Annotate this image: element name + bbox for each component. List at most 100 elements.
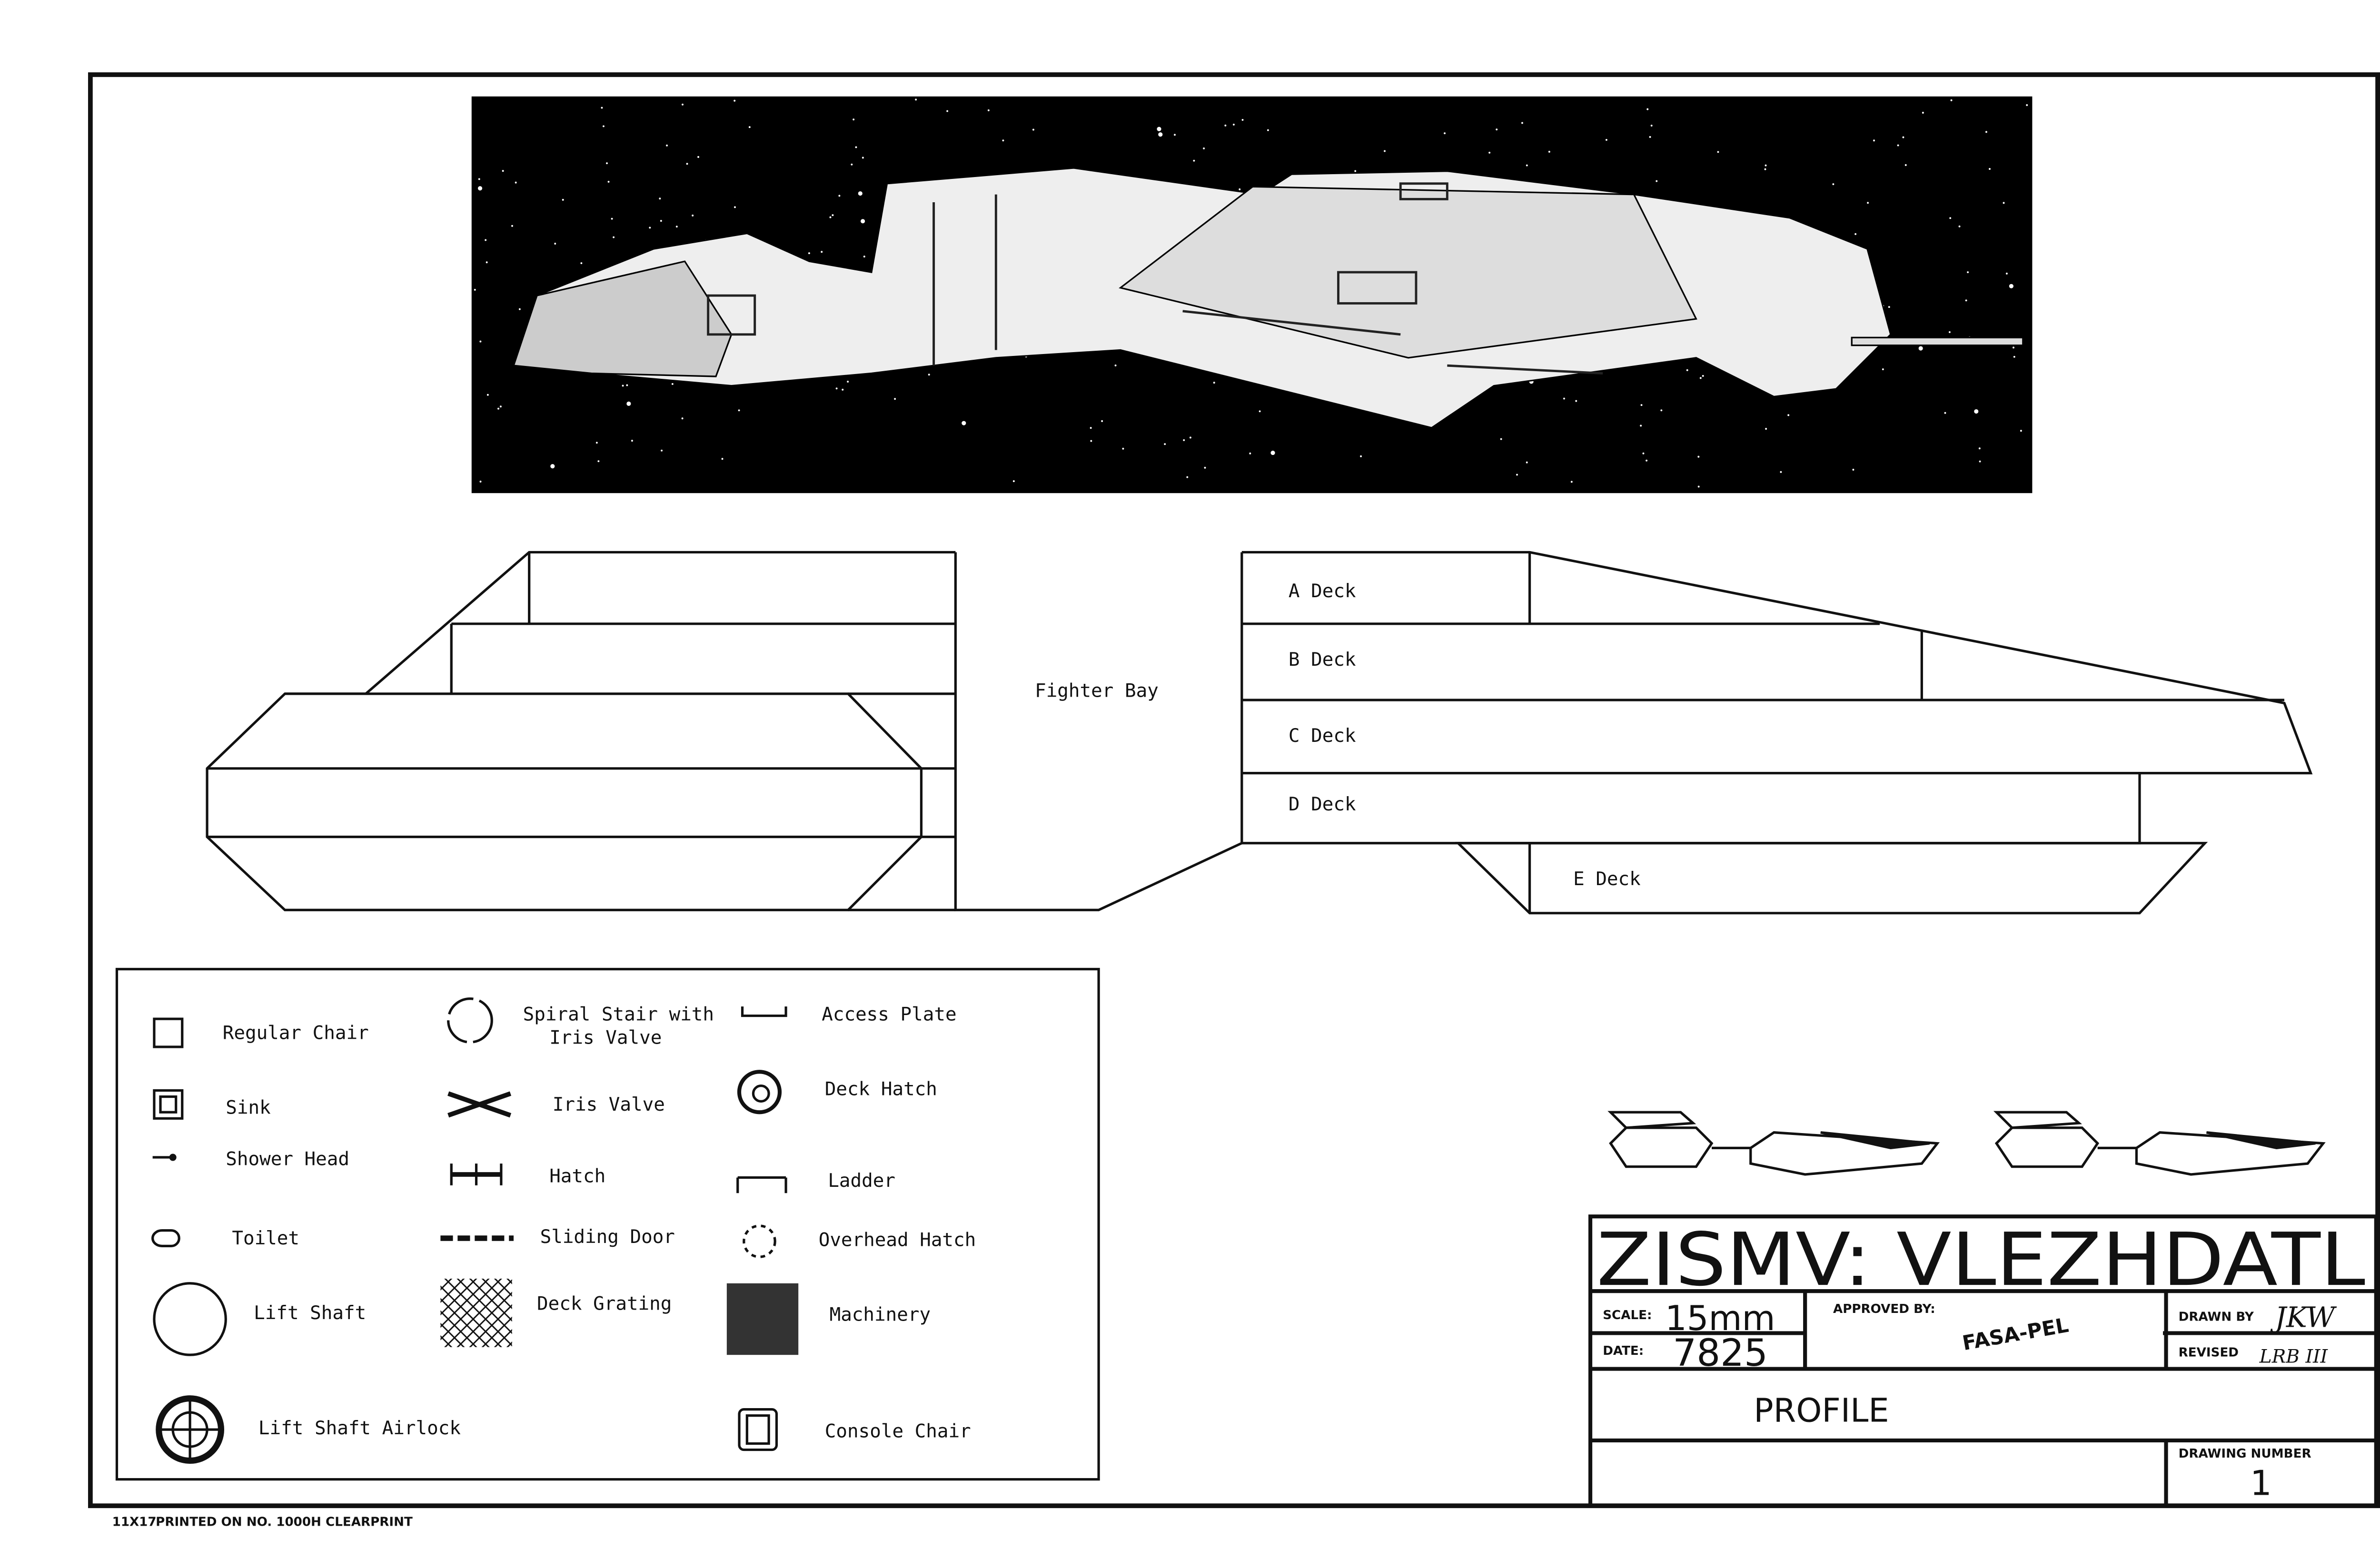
star xyxy=(675,226,678,228)
star xyxy=(832,214,834,217)
star xyxy=(478,178,480,180)
footer-paper: PRINTED ON NO. 1000H CLEARPRINT xyxy=(156,1515,413,1529)
star xyxy=(1114,364,1117,366)
star xyxy=(2013,346,2014,349)
scale-label: SCALE: xyxy=(1603,1308,1652,1322)
star xyxy=(1570,481,1573,483)
star xyxy=(821,251,823,253)
ship-silhouette-icon xyxy=(1993,1111,2326,1176)
star xyxy=(734,99,736,102)
star xyxy=(1270,451,1275,455)
star xyxy=(595,442,598,444)
legend-label: Regular Chair xyxy=(223,1023,369,1044)
legend: Regular Chair Sink Shower Head Toilet Li… xyxy=(115,967,1100,1481)
star xyxy=(1867,202,1869,204)
star xyxy=(1967,271,1969,273)
star xyxy=(1101,420,1103,422)
star xyxy=(479,340,482,343)
drawn-by-label: DRAWN BY xyxy=(2179,1310,2254,1324)
star xyxy=(1787,414,1790,416)
star xyxy=(1702,375,1704,377)
star xyxy=(987,109,990,111)
star xyxy=(851,163,853,166)
ship-illustration xyxy=(471,96,2033,493)
star xyxy=(1854,233,1857,235)
star xyxy=(1717,151,1719,153)
star xyxy=(474,288,476,291)
star xyxy=(1090,427,1092,429)
star xyxy=(738,409,740,412)
star xyxy=(649,227,651,229)
star xyxy=(1697,485,1700,488)
scale-value: 15mm xyxy=(1665,1298,1775,1338)
shower-head-icon xyxy=(152,1154,177,1161)
star xyxy=(1259,410,1261,413)
star xyxy=(515,181,517,184)
spiral-stair-icon xyxy=(447,997,493,1044)
star xyxy=(915,99,917,101)
star xyxy=(1224,124,1227,127)
star xyxy=(606,162,608,165)
footer-size: 11X17 xyxy=(112,1515,157,1529)
star xyxy=(682,103,684,106)
legend-label: Iris Valve xyxy=(553,1094,665,1115)
star xyxy=(853,118,855,120)
star xyxy=(2003,202,2005,204)
legend-label: Spiral Stair with xyxy=(523,1004,714,1025)
legend-label: Lift Shaft Airlock xyxy=(258,1418,461,1439)
star xyxy=(1949,217,1952,219)
deck-grating-icon xyxy=(440,1278,512,1347)
star xyxy=(1563,397,1565,400)
legend-label: Overhead Hatch xyxy=(819,1229,976,1251)
star xyxy=(1697,455,1700,458)
star xyxy=(601,107,603,109)
star xyxy=(1944,412,1946,414)
star xyxy=(692,214,694,217)
star xyxy=(863,256,865,258)
star xyxy=(602,125,605,128)
star xyxy=(518,308,521,310)
star xyxy=(1640,424,1642,427)
sheet-border xyxy=(88,72,2380,1509)
star xyxy=(842,388,844,391)
star xyxy=(661,449,663,452)
star xyxy=(894,398,896,400)
legend-label: Ladder xyxy=(828,1170,895,1192)
star xyxy=(2009,284,2013,288)
legend-label: Deck Hatch xyxy=(825,1078,937,1100)
star xyxy=(858,191,863,196)
star xyxy=(597,460,600,463)
star xyxy=(1979,460,1981,463)
star xyxy=(1232,123,1235,126)
star xyxy=(1488,151,1491,154)
star xyxy=(1656,180,1658,182)
legend-label: Toilet xyxy=(232,1228,299,1249)
star xyxy=(1918,346,1923,351)
machinery-icon xyxy=(726,1283,799,1355)
star xyxy=(1193,159,1195,162)
date-value: 7825 xyxy=(1673,1331,1768,1375)
star xyxy=(1765,428,1767,430)
star xyxy=(1985,131,1987,133)
drawing-number-label: DRAWING NUMBER xyxy=(2179,1447,2311,1461)
star xyxy=(2013,355,2015,358)
star xyxy=(499,405,502,408)
star xyxy=(477,186,483,191)
star xyxy=(1950,99,1953,101)
star xyxy=(1516,473,1518,476)
legend-label: Machinery xyxy=(830,1304,931,1325)
star xyxy=(1605,138,1607,141)
star xyxy=(1888,306,1890,308)
star xyxy=(1157,127,1161,131)
star xyxy=(1186,476,1189,478)
star xyxy=(1002,139,1004,142)
star xyxy=(1032,128,1034,131)
star xyxy=(808,252,810,255)
star xyxy=(697,156,700,158)
star xyxy=(659,197,661,200)
star xyxy=(1204,466,1206,469)
star xyxy=(2020,430,2022,432)
star xyxy=(1948,331,1951,333)
star xyxy=(479,481,482,483)
